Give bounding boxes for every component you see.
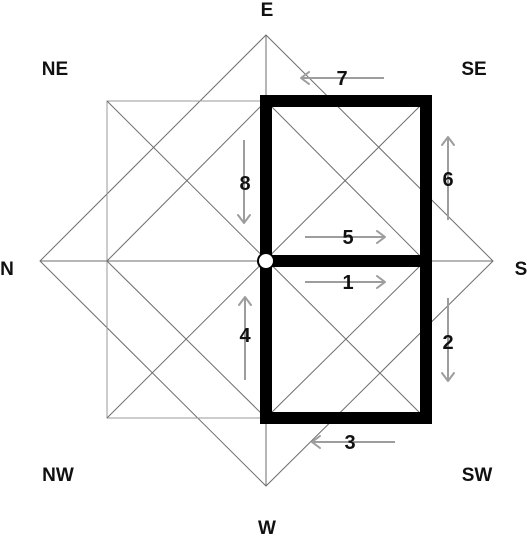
arrow-2 (441, 298, 455, 382)
direction-e: E (261, 0, 274, 21)
direction-w: W (258, 518, 276, 536)
direction-n: N (0, 259, 14, 280)
direction-ne: NE (42, 59, 68, 80)
arrow-3 (311, 435, 395, 449)
step-label-7: 7 (336, 68, 347, 90)
direction-sw: SW (462, 465, 493, 486)
arrow-8 (237, 140, 251, 224)
arrow-4 (238, 296, 252, 380)
center-node (257, 252, 275, 270)
step-label-1: 1 (342, 272, 353, 294)
lower-box (260, 255, 432, 424)
arrow-1 (305, 275, 386, 289)
arrow-5 (305, 230, 386, 244)
step-label-5: 5 (342, 227, 353, 249)
direction-se: SE (461, 59, 486, 80)
direction-s: S (515, 259, 527, 280)
step-label-8: 8 (239, 173, 250, 195)
direction-nw: NW (42, 465, 74, 486)
arrow-6 (441, 136, 455, 220)
step-label-6: 6 (442, 169, 453, 191)
step-label-4: 4 (239, 325, 251, 347)
step-label-3: 3 (344, 432, 355, 454)
step-label-2: 2 (442, 332, 453, 354)
arrow-7 (300, 71, 384, 85)
